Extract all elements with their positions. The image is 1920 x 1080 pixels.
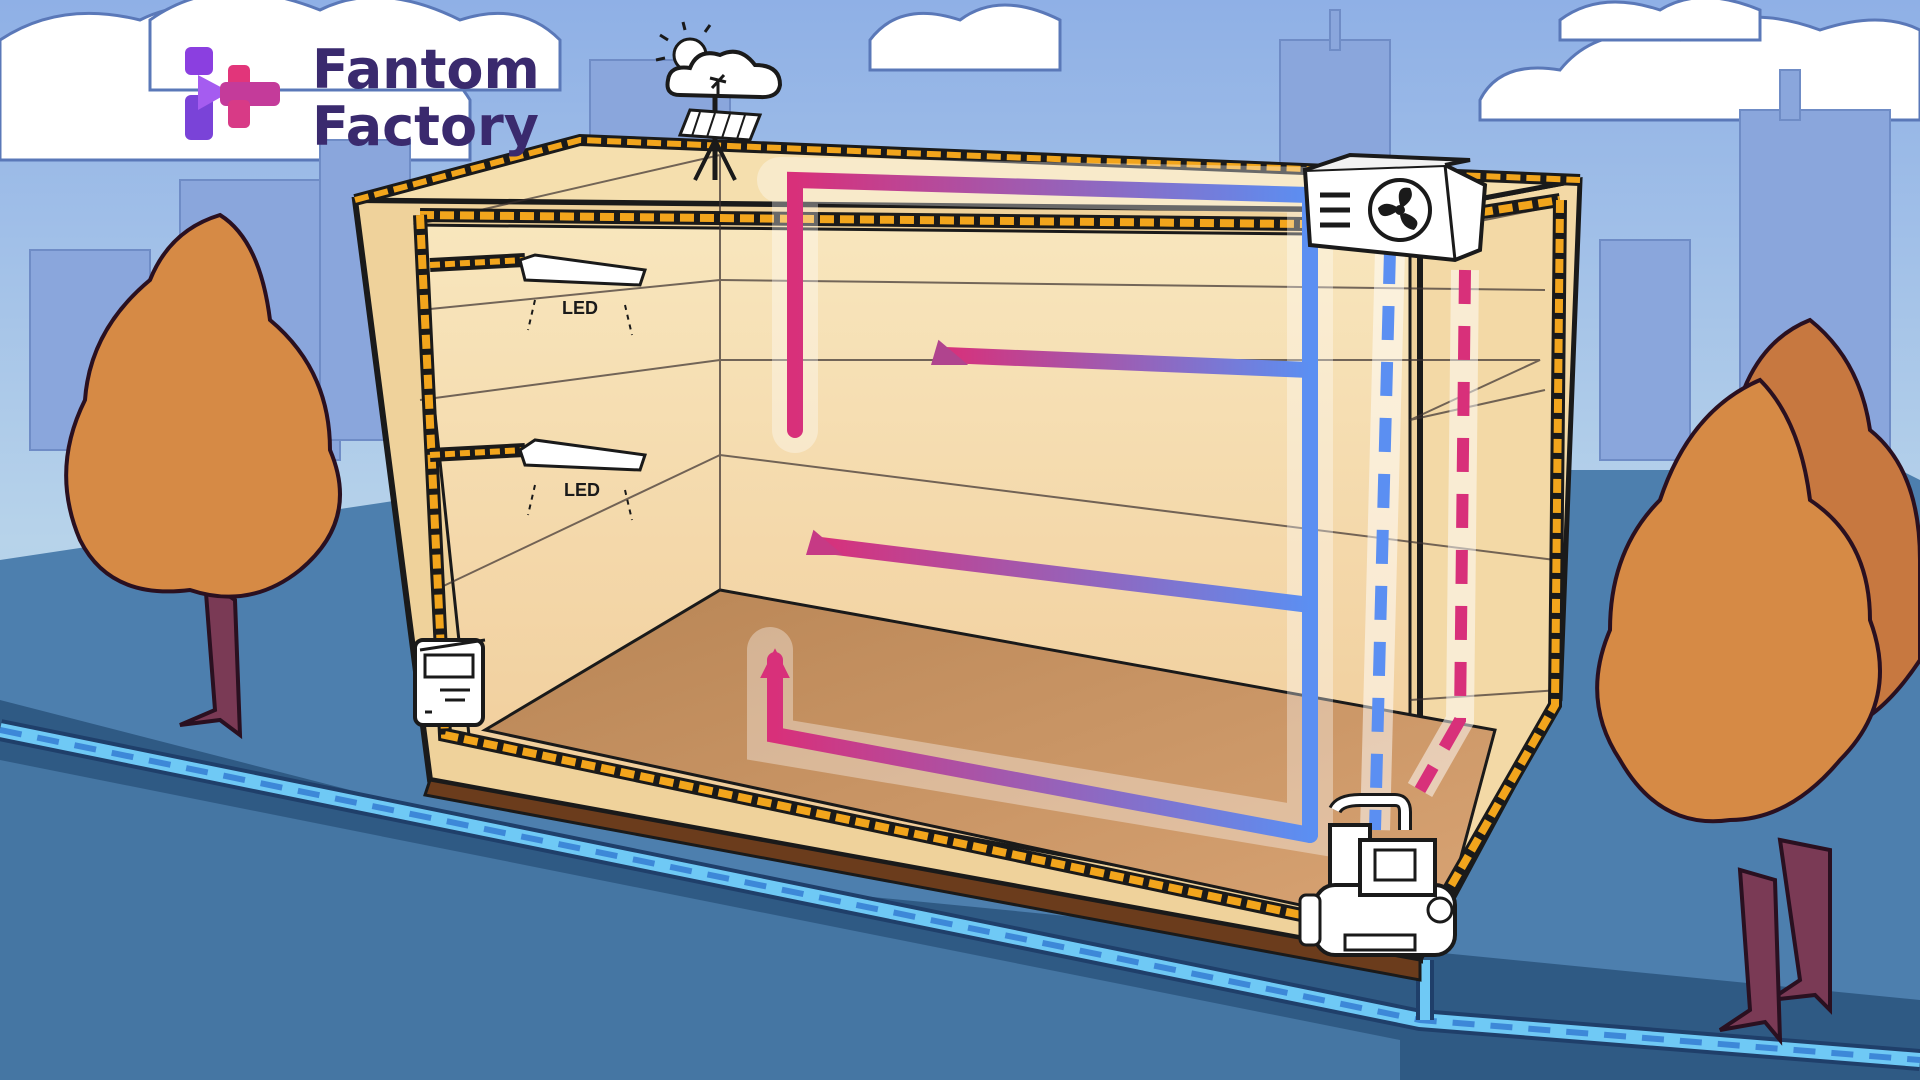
tree-left — [64, 212, 342, 740]
fan-icon — [1368, 178, 1432, 242]
led-label: LED — [564, 480, 600, 500]
electric-meter — [413, 638, 486, 727]
compressor-pump — [1298, 793, 1457, 957]
led-label: LED — [562, 298, 598, 318]
weather-station — [655, 21, 783, 181]
ac-lines — [1360, 249, 1479, 831]
led-light-icon — [518, 438, 647, 472]
brand-logo — [185, 47, 280, 140]
led-light-icon — [518, 253, 647, 287]
air-conditioner — [1302, 152, 1488, 263]
brand-name-line2: Factory — [312, 95, 539, 158]
water-pipe — [0, 719, 1920, 1071]
tree-right — [1595, 317, 1920, 1046]
brand-name-line1: Fantom — [312, 38, 540, 101]
container-floor — [480, 588, 1497, 937]
led-fixture-2: LED — [429, 438, 647, 521]
cloud-sun-solar-icon — [655, 21, 783, 100]
led-fixture-1: LED — [429, 253, 647, 336]
airflow-ducts — [747, 157, 1333, 858]
